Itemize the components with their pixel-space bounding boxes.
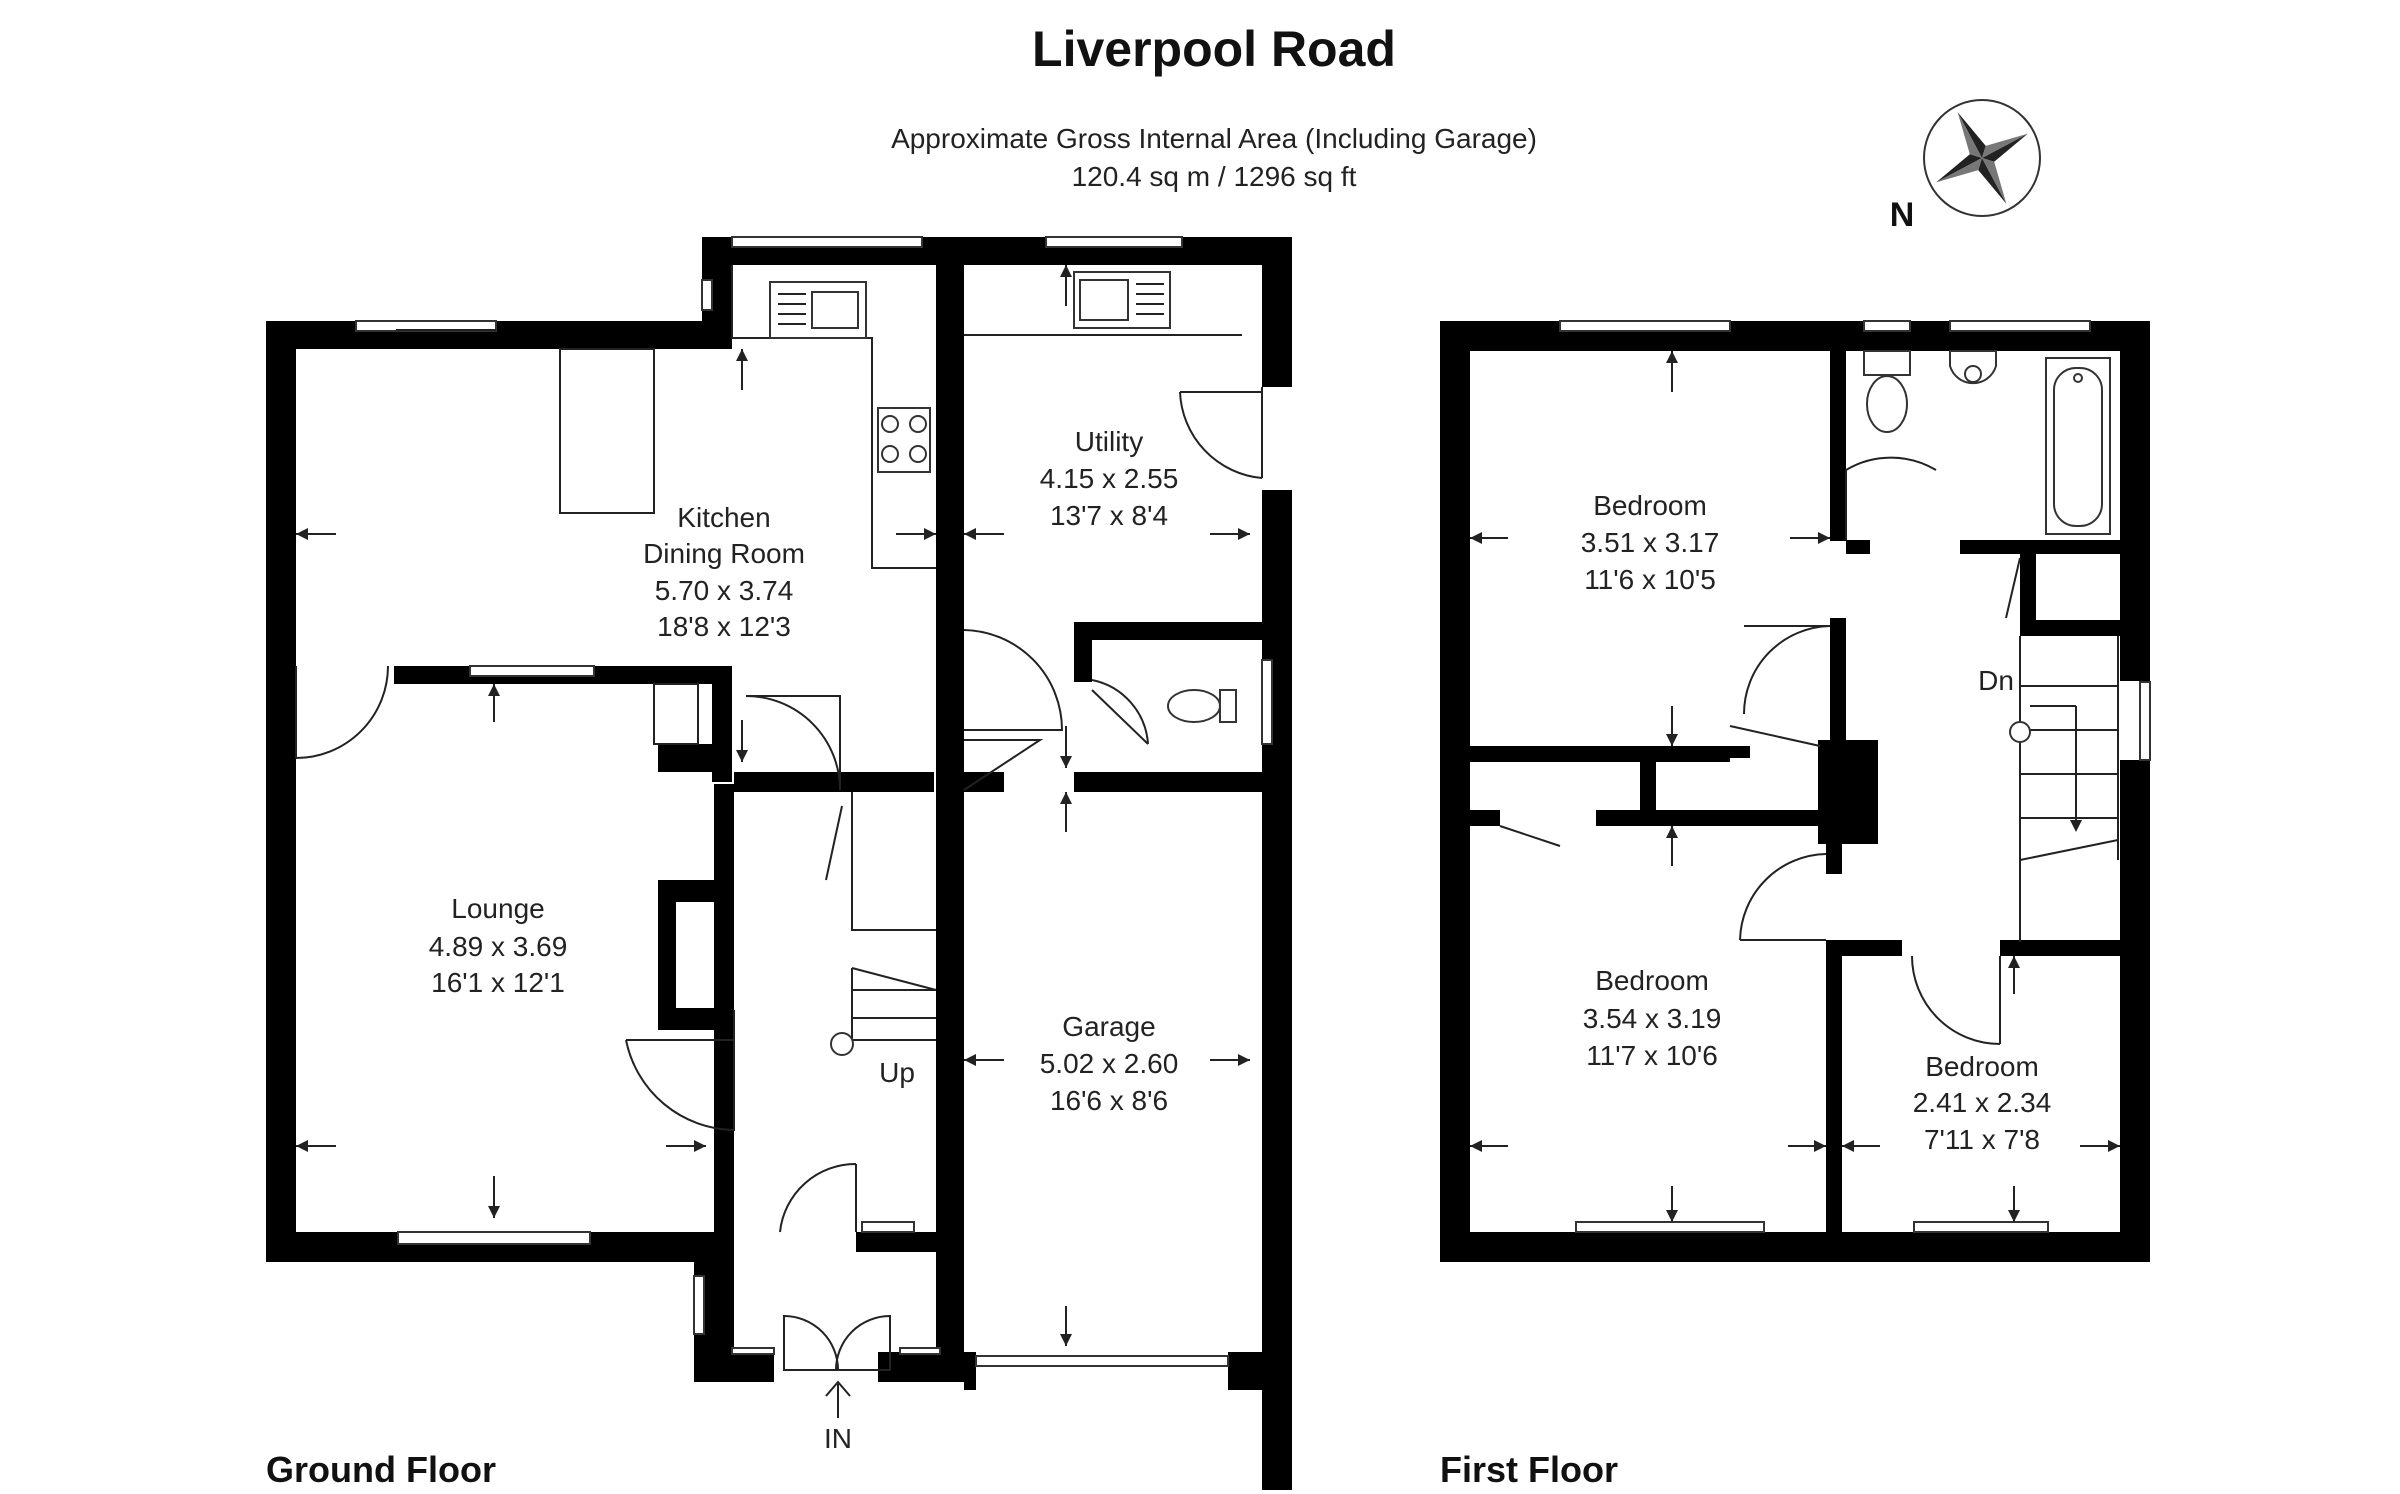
- bedroom-3-name: Bedroom: [1925, 1051, 2039, 1082]
- utility-name: Utility: [1075, 426, 1143, 457]
- utility-imperial: 13'7 x 8'4: [1050, 500, 1168, 531]
- utility-label: Utility 4.15 x 2.55 13'7 x 8'4: [1040, 426, 1179, 531]
- dining-room-name: Dining Room: [643, 538, 805, 569]
- ground-floor-dimension-arrows: [296, 265, 1250, 1346]
- wc-toilet-icon: [1091, 679, 1237, 745]
- utility-units: [964, 271, 1263, 479]
- first-floor-stairs: [2009, 636, 2119, 942]
- stairs-up-label: Up: [879, 1057, 915, 1088]
- first-floor-walls: [1440, 321, 2150, 1262]
- garage-metric: 5.02 x 2.60: [1040, 1048, 1179, 1079]
- plan-title: Liverpool Road: [1032, 21, 1396, 77]
- kitchen-dining-room-label: Kitchen Dining Room 5.70 x 3.74 18'8 x 1…: [643, 502, 805, 642]
- first-floor-plan: [1440, 320, 2151, 1262]
- garage-name: Garage: [1062, 1011, 1155, 1042]
- bedroom-2-metric: 3.54 x 3.19: [1583, 1003, 1722, 1034]
- ground-floor-title: Ground Floor: [266, 1449, 496, 1490]
- utility-metric: 4.15 x 2.55: [1040, 463, 1179, 494]
- bedroom-1-name: Bedroom: [1593, 490, 1707, 521]
- lounge-name: Lounge: [451, 893, 544, 924]
- lounge-imperial: 16'1 x 12'1: [431, 967, 565, 998]
- ground-floor-windows: [355, 236, 1273, 1355]
- area-line-1: Approximate Gross Internal Area (Includi…: [891, 123, 1537, 154]
- area-line-2: 120.4 sq m / 1296 sq ft: [1072, 161, 1357, 192]
- ground-floor-stairs: [825, 792, 937, 1056]
- bedroom-3-imperial: 7'11 x 7'8: [1924, 1124, 2040, 1155]
- bedroom-3-metric: 2.41 x 2.34: [1913, 1087, 2052, 1118]
- kitchen-name: Kitchen: [677, 502, 770, 533]
- first-floor-doors: [1499, 557, 2021, 1045]
- kitchen-metric: 5.70 x 3.74: [655, 575, 794, 606]
- entrance-arrow-icon: [825, 1380, 851, 1418]
- compass-north-label: N: [1890, 196, 1915, 234]
- compass-rose-icon: [1923, 99, 2041, 217]
- kitchen-imperial: 18'8 x 12'3: [657, 611, 791, 642]
- bedroom-1-label: Bedroom 3.51 x 3.17 11'6 x 10'5: [1581, 490, 1720, 595]
- ground-floor-walls: [266, 237, 1292, 1490]
- bedroom-2-imperial: 11'7 x 10'6: [1586, 1040, 1718, 1071]
- first-floor-windows: [1559, 320, 2151, 1233]
- first-floor-dimension-arrows: [1470, 351, 2120, 1222]
- bedroom-1-metric: 3.51 x 3.17: [1581, 527, 1720, 558]
- first-floor-title: First Floor: [1440, 1449, 1618, 1490]
- garage-imperial: 16'6 x 8'6: [1050, 1085, 1168, 1116]
- bedroom-3-label: Bedroom 2.41 x 2.34 7'11 x 7'8: [1913, 1051, 2052, 1155]
- bedroom-1-imperial: 11'6 x 10'5: [1584, 564, 1716, 595]
- bathroom-fittings: [1845, 350, 2111, 540]
- ground-floor-plan: [266, 236, 1292, 1490]
- ground-floor-doors: [295, 629, 1229, 1371]
- bedroom-2-name: Bedroom: [1595, 965, 1709, 996]
- entrance-label: IN: [824, 1423, 852, 1454]
- bedroom-2-label: Bedroom 3.54 x 3.19 11'7 x 10'6: [1583, 965, 1722, 1071]
- kitchen-units: [559, 265, 936, 745]
- lounge-metric: 4.89 x 3.69: [429, 931, 568, 962]
- stairs-down-label: Dn: [1978, 665, 2014, 696]
- lounge-label: Lounge 4.89 x 3.69 16'1 x 12'1: [429, 893, 568, 998]
- garage-label: Garage 5.02 x 2.60 16'6 x 8'6: [1040, 1011, 1179, 1116]
